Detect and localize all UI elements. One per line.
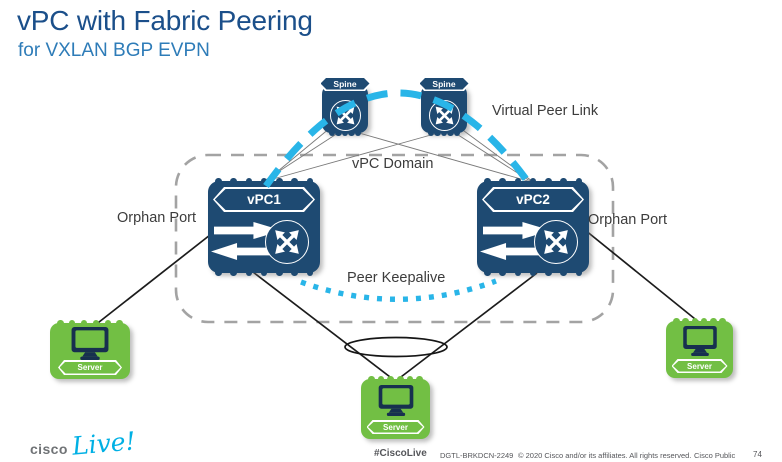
- spine2-badge: Spine: [418, 76, 470, 91]
- x-arrows-icon: [275, 230, 299, 254]
- footer-session-id: DGTL-BRKDCN-2249: [440, 451, 514, 460]
- server-left: Server: [50, 320, 130, 379]
- router-circle-icon: [265, 220, 309, 264]
- arrow-left-icon: [211, 243, 273, 260]
- computer-icon: [682, 326, 717, 356]
- chassis-bumps: [215, 178, 313, 185]
- vpc1-portchannel-link: [252, 271, 395, 381]
- chassis-bumps: [673, 318, 726, 325]
- spine2-switch: Spine: [421, 85, 467, 136]
- x-arrows-icon: [435, 106, 454, 125]
- chassis-bumps: [215, 269, 313, 276]
- arrow-left-icon: [480, 243, 542, 260]
- vpc1-badge: vPC1: [213, 187, 315, 212]
- vpc2-portchannel-link: [396, 272, 538, 381]
- cisco-wordmark: cisco: [30, 441, 68, 457]
- port-channel-ellipse: [344, 336, 448, 358]
- orphan-port-label-left: Orphan Port: [117, 210, 196, 226]
- vpc1-switch: vPC1: [208, 178, 320, 276]
- server-left-badge: Server: [58, 360, 122, 375]
- footer-page-number: 74: [753, 450, 762, 459]
- vpc-domain-label: vPC Domain: [352, 156, 434, 172]
- chassis-bumps: [484, 269, 582, 276]
- server-middle-badge: Server: [367, 420, 425, 434]
- server-middle-label: Server: [383, 422, 408, 432]
- fabric-link: [263, 132, 339, 182]
- spine1-switch: Spine: [322, 85, 368, 136]
- computer-icon: [378, 385, 413, 416]
- computer-icon: [71, 327, 109, 360]
- router-circle-icon: [429, 100, 460, 131]
- footer-copyright: © 2020 Cisco and/or its affiliates. All …: [518, 451, 692, 460]
- fabric-mesh-links: [263, 127, 533, 182]
- vpc2-badge: vPC2: [482, 187, 584, 212]
- fabric-link: [265, 127, 331, 182]
- spine2-label: Spine: [432, 78, 456, 89]
- spine1-badge: Spine: [319, 76, 371, 91]
- footer-classification: Cisco Public: [694, 451, 736, 460]
- vpc2-switch: vPC2: [477, 178, 589, 276]
- router-circle-icon: [330, 100, 361, 131]
- router-circle-icon: [534, 220, 578, 264]
- vpc2-label: vPC2: [516, 192, 550, 207]
- orphan-link-right: [584, 229, 701, 324]
- orphan-port-label-right: Orphan Port: [588, 212, 667, 228]
- chassis-bumps: [484, 178, 582, 185]
- server-right-label: Server: [687, 361, 712, 371]
- fabric-link: [451, 130, 531, 182]
- peer-keepalive-label: Peer Keepalive: [347, 270, 446, 286]
- server-left-label: Server: [77, 363, 103, 372]
- live-script-wordmark: Live!: [70, 426, 137, 461]
- x-arrows-icon: [544, 230, 568, 254]
- fabric-link: [459, 127, 533, 182]
- chassis-bumps: [57, 320, 123, 327]
- chassis-bumps: [368, 376, 423, 383]
- server-right-badge: Server: [672, 359, 728, 373]
- page-subtitle: for VXLAN BGP EVPN: [18, 40, 210, 61]
- virtual-peer-link-label: Virtual Peer Link: [492, 103, 599, 119]
- footer-hashtag: #CiscoLive: [374, 448, 427, 459]
- server-links: [93, 229, 701, 381]
- server-middle: Server: [361, 376, 430, 439]
- server-right: Server: [666, 318, 733, 378]
- page-title: vPC with Fabric Peering: [17, 5, 313, 36]
- vpc1-label: vPC1: [247, 192, 281, 207]
- spine1-label: Spine: [333, 78, 357, 89]
- orphan-link-left: [93, 234, 211, 327]
- x-arrows-icon: [336, 106, 355, 125]
